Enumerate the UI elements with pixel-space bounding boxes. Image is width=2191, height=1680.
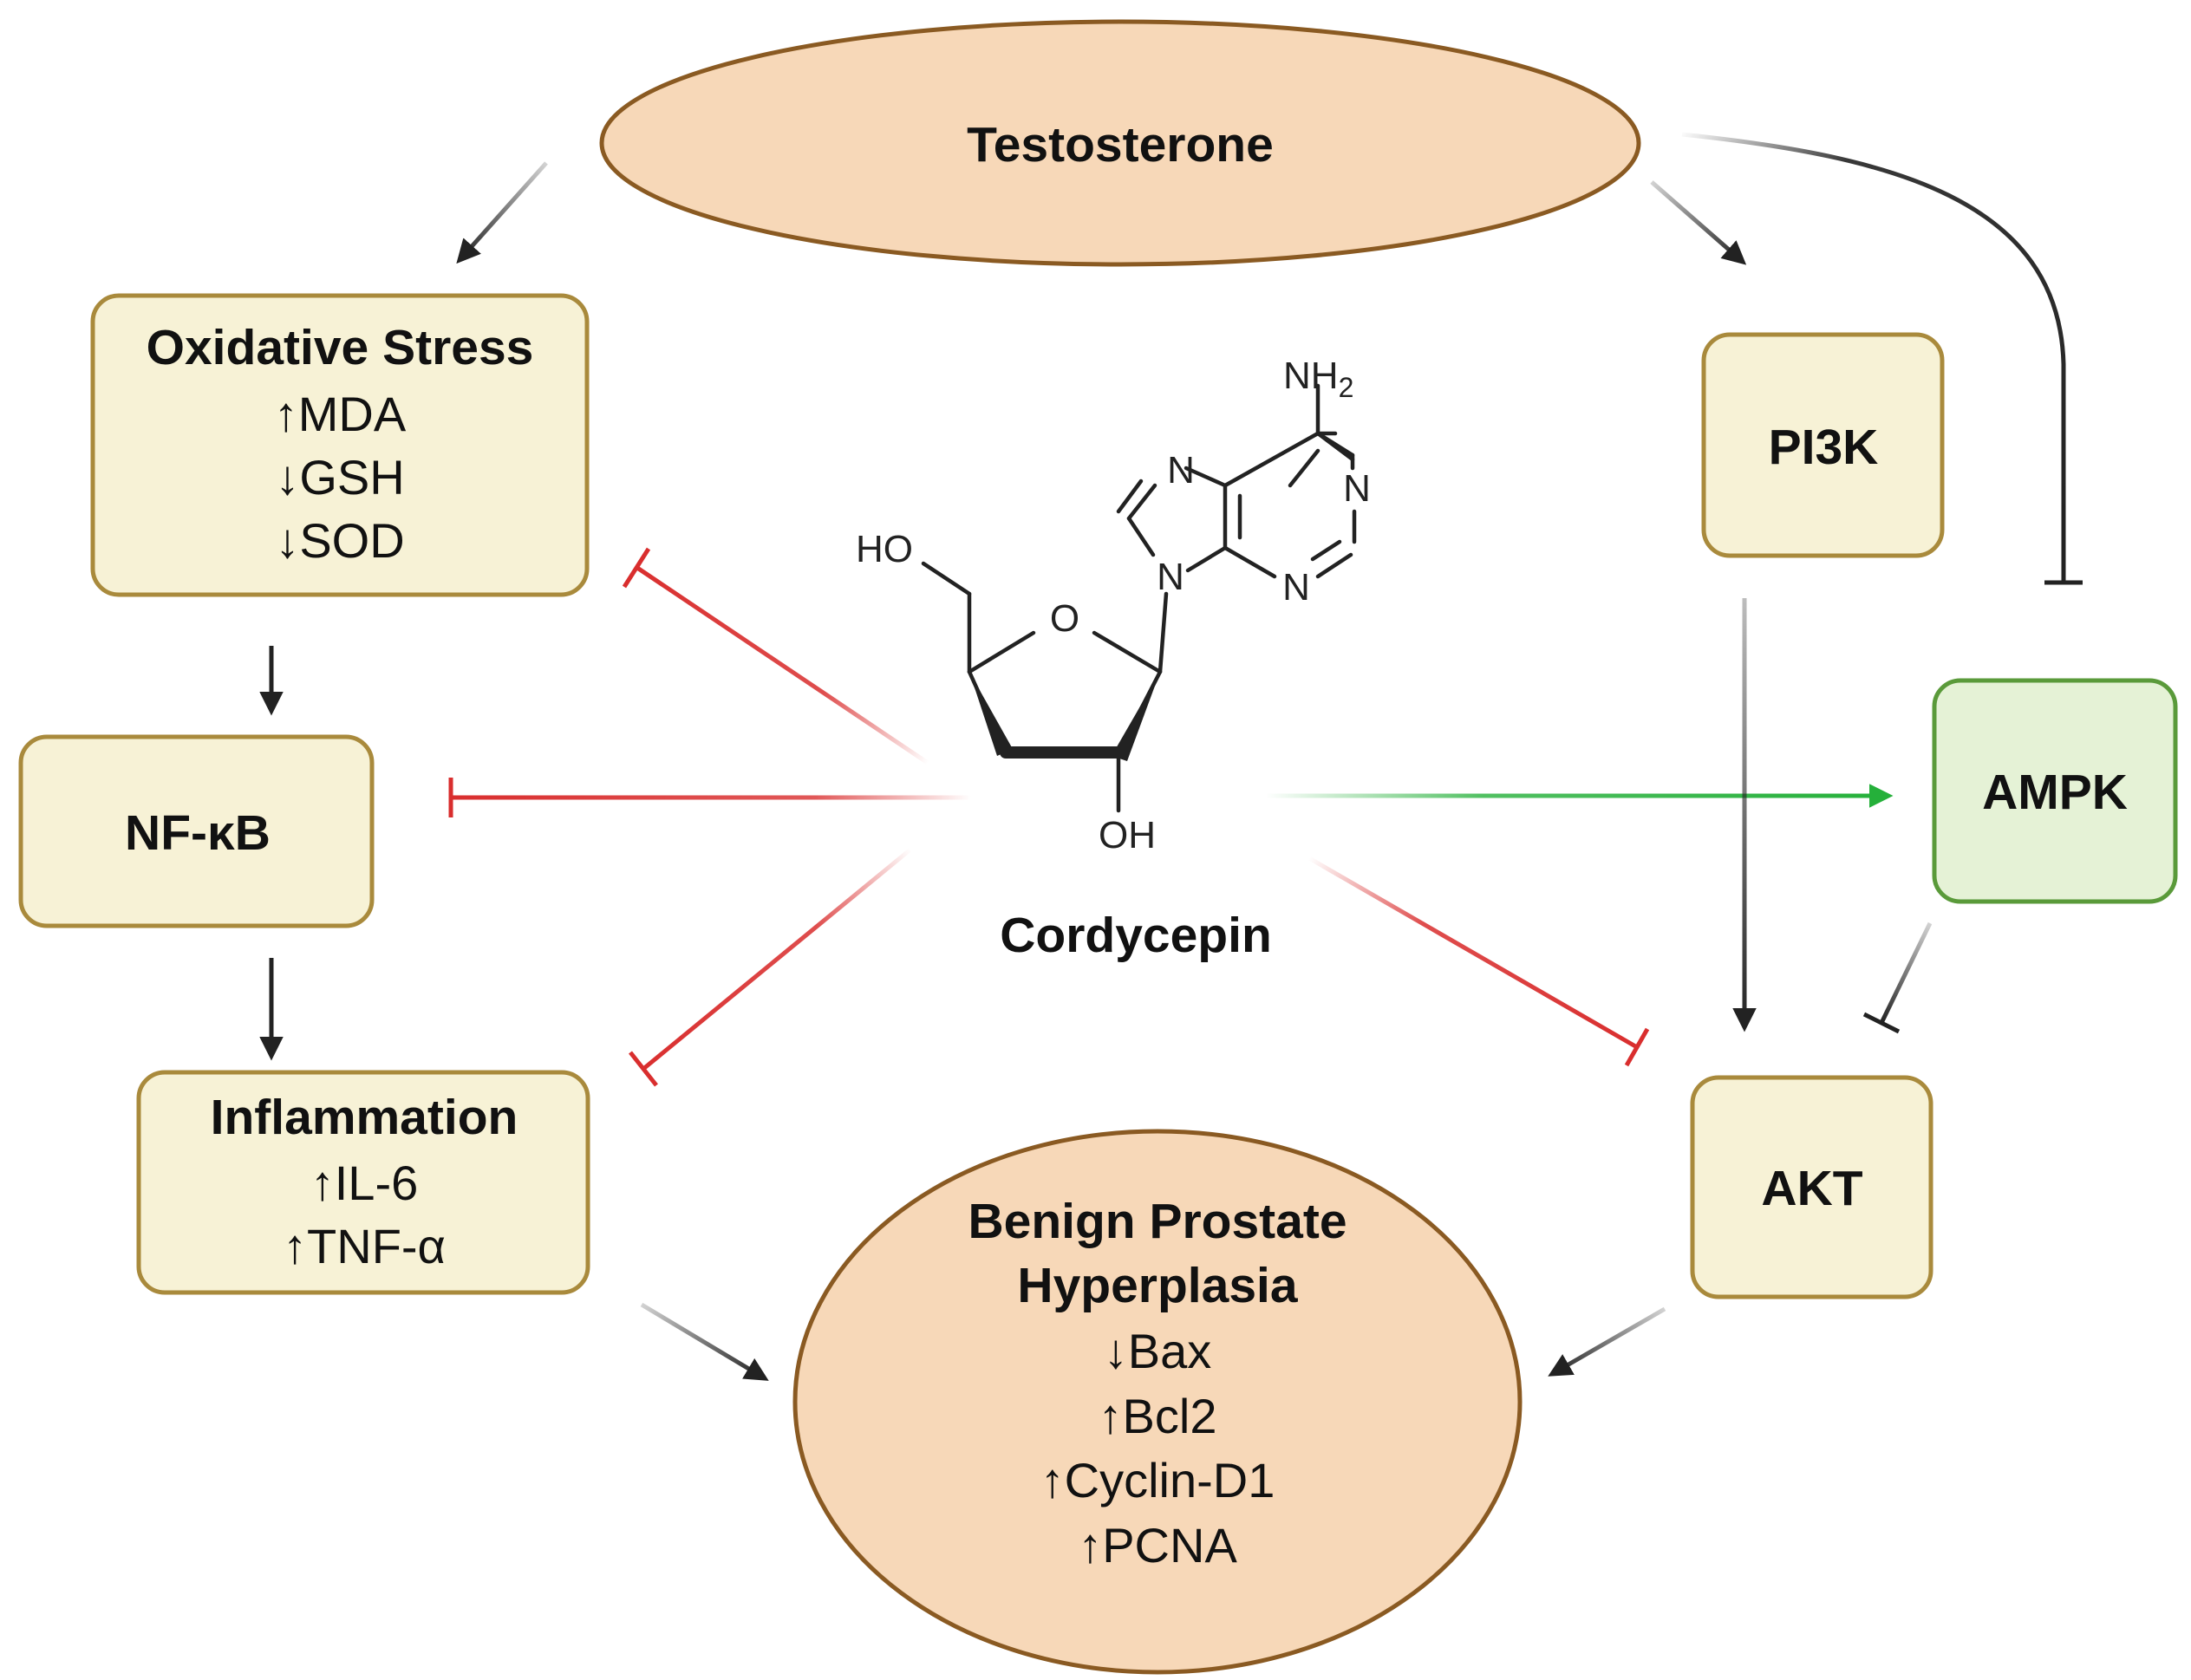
node-inflammation: Inflammation ↑IL-6 ↑TNF-α: [136, 1070, 590, 1295]
inhibit-cordycepin-to-inflammation: [642, 848, 912, 1071]
inhibit-cordycepin-to-akt: [1307, 856, 1639, 1050]
atom-n9: N: [1157, 556, 1184, 598]
bph-title-line2: Hyperplasia: [1017, 1258, 1298, 1313]
pi3k-label: PI3K: [1769, 420, 1879, 475]
atom-n1: N: [1343, 467, 1371, 510]
arrow-akt-to-bph: [1548, 1306, 1666, 1377]
bph-bcl2: ↑Bcl2: [1099, 1389, 1217, 1443]
atom-n3: N: [1282, 566, 1310, 609]
atom-oh: OH: [1099, 814, 1156, 856]
node-pi3k: PI3K: [1701, 332, 1945, 558]
bph-pcna: ↑PCNA: [1078, 1518, 1237, 1573]
node-ampk: AMPK: [1932, 678, 2178, 904]
oxidative-stress-gsh: ↓GSH: [275, 450, 404, 505]
oxidative-stress-title: Oxidative Stress: [147, 320, 534, 375]
node-nfkb: NF-κB: [18, 734, 375, 928]
inflammation-il6: ↑IL-6: [310, 1156, 419, 1210]
oxidative-stress-sod: ↓SOD: [275, 513, 404, 568]
cordycepin-structure: NH2 N N N N HO O OH Cordycepin: [856, 355, 1371, 963]
inflammation-title: Inflammation: [211, 1090, 518, 1145]
inhibit-bar-akt-black: [1862, 1012, 1901, 1034]
bph-cyclin-d1: ↑Cyclin-D1: [1040, 1453, 1275, 1507]
inflammation-tnfa: ↑TNF-α: [283, 1219, 446, 1273]
edges: [259, 132, 2083, 1381]
cordycepin-label: Cordycepin: [1000, 908, 1272, 963]
inhibit-bar-akt-red: [1624, 1027, 1650, 1067]
nfkb-label: NF-κB: [125, 805, 271, 861]
node-testosterone: Testosterone: [599, 19, 1641, 267]
oxidative-stress-mda: ↑MDA: [274, 387, 407, 441]
akt-label: AKT: [1761, 1161, 1862, 1216]
ampk-label: AMPK: [1982, 765, 2128, 820]
inhibit-bar-inflammation: [629, 1051, 658, 1087]
bph-title-line1: Benign Prostate: [968, 1194, 1347, 1249]
arrow-testosterone-to-oxidative-stress: [456, 161, 548, 264]
inhibit-bar-oxidative-stress: [622, 547, 651, 589]
inhibit-ampk-to-akt: [1879, 921, 1933, 1025]
atom-ho: HO: [856, 528, 913, 570]
bph-bax: ↓Bax: [1104, 1324, 1212, 1378]
arrow-testosterone-to-pi3k: [1650, 180, 1747, 265]
atom-nh2: NH2: [1283, 355, 1353, 403]
inhibit-cordycepin-to-oxidative-stress: [636, 565, 929, 765]
node-oxidative-stress: Oxidative Stress ↑MDA ↓GSH ↓SOD: [90, 293, 590, 597]
atom-n7: N: [1167, 449, 1195, 492]
node-bph: Benign Prostate Hyperplasia ↓Bax ↑Bcl2 ↑…: [792, 1129, 1523, 1675]
atom-o-ring: O: [1050, 597, 1079, 640]
inhibit-testosterone-to-ampk: [1681, 132, 2066, 583]
testosterone-label: Testosterone: [967, 117, 1274, 173]
node-akt: AKT: [1690, 1075, 1933, 1299]
arrow-inflammation-to-bph: [640, 1302, 769, 1381]
